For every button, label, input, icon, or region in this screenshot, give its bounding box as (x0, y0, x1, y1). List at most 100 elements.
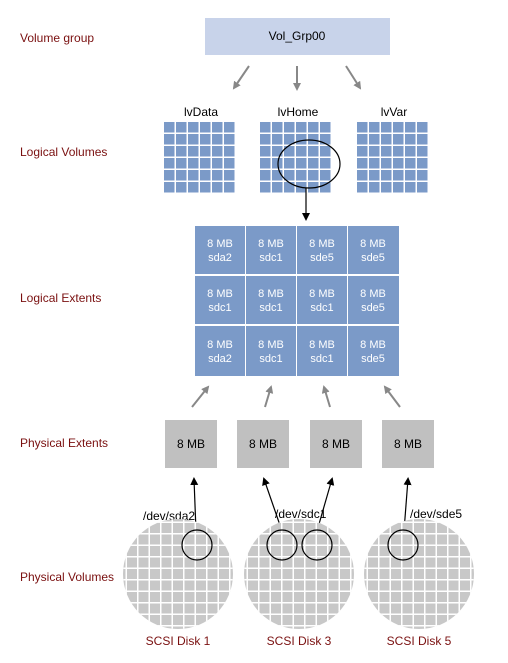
lv-grid-cell (320, 170, 331, 181)
lv-grid-cell (188, 170, 199, 181)
le-cell-r1-c2 (297, 276, 347, 324)
arrow-pe3-to-le (383, 385, 401, 408)
disk-platter (244, 519, 354, 629)
lv-grid-cell (188, 158, 199, 169)
lv-grid-cell (296, 170, 307, 181)
row-label-physical-volumes: Physical Volumes (20, 570, 114, 584)
lv-grid-cell (308, 122, 319, 133)
lv-grid-cell (417, 170, 428, 181)
lv-grid-cell (405, 158, 416, 169)
disk-label-2: SCSI Disk 5 (387, 634, 452, 648)
lv-grid-cell (224, 182, 235, 193)
lv-grid-cell (296, 122, 307, 133)
arrow-pe2-to-le (321, 385, 331, 408)
lv-grid-cell (381, 170, 392, 181)
lv-grid-lvhome (260, 122, 331, 193)
lv-grid-cell (393, 182, 404, 193)
lv-grid-cell (272, 122, 283, 133)
lv-grid-cell (260, 158, 271, 169)
le-size-r2-c0: 8 MB (207, 339, 233, 351)
pe-box-3 (382, 420, 434, 468)
lv-grid-cell (320, 158, 331, 169)
lv-grid-cell (381, 158, 392, 169)
le-size-r1-c0: 8 MB (207, 288, 233, 300)
lv-grid-cell (284, 122, 295, 133)
lvhome-highlight-ellipse (277, 139, 341, 189)
lv-grid-cell (212, 134, 223, 145)
lv-grid-cell (369, 146, 380, 157)
le-size-r0-c0: 8 MB (207, 238, 233, 250)
lv-grid-cell (212, 146, 223, 157)
le-size-r1-c2: 8 MB (309, 288, 335, 300)
lv-grid-cell (296, 158, 307, 169)
le-device-r2-c2: sdc1 (310, 353, 333, 365)
le-cell-r0-c0 (195, 226, 245, 274)
lv-grid-cell (260, 134, 271, 145)
le-device-r2-c1: sdc1 (259, 353, 282, 365)
volume-group-box (205, 18, 390, 55)
lv-grid-cell (417, 146, 428, 157)
lv-grid-cell (393, 122, 404, 133)
lv-grid-cell (369, 182, 380, 193)
le-size-r0-c1: 8 MB (258, 238, 284, 250)
lv-grid-cell (417, 134, 428, 145)
lv-grid-cell (164, 146, 175, 157)
device-label-2: /dev/sde5 (410, 507, 462, 521)
lv-grid-cell (284, 170, 295, 181)
lv-grid-cell (296, 134, 307, 145)
pe-box-0 (165, 420, 217, 468)
lv-grid-cell (200, 122, 211, 133)
lv-grid-cell (200, 158, 211, 169)
arrow-pe0-to-le (191, 385, 210, 408)
lv-grid-cell (320, 146, 331, 157)
le-size-r1-c3: 8 MB (360, 288, 386, 300)
lv-grid-cell (320, 182, 331, 193)
lv-grid-cell (260, 182, 271, 193)
lv-grid-cell (357, 170, 368, 181)
lv-grid-cell (405, 182, 416, 193)
lv-grid-cell (405, 122, 416, 133)
le-size-r2-c1: 8 MB (258, 339, 284, 351)
lv-grid-lvvar (357, 122, 428, 193)
disk-icon-scsi-3 (244, 519, 354, 629)
arrow-vg-to-lvvar (345, 65, 362, 90)
lv-grid-cell (260, 146, 271, 157)
disk5-highlight-circle (387, 529, 419, 561)
le-device-r2-c3: sde5 (361, 353, 385, 365)
lv-grid-cell (176, 122, 187, 133)
lv-grid-cell (272, 134, 283, 145)
lv-grid-cell (369, 158, 380, 169)
lv-grid-cell (176, 146, 187, 157)
arrow-disk3-to-pe1 (262, 477, 283, 532)
pe-box-2 (310, 420, 362, 468)
le-device-r0-c2: sde5 (310, 252, 334, 264)
le-device-r1-c1: sdc1 (259, 302, 282, 314)
lv-grid-cell (272, 182, 283, 193)
le-cell-r1-c3 (348, 276, 399, 324)
lv-grid-cell (164, 122, 175, 133)
lv-grid-cell (405, 146, 416, 157)
disk-platter (364, 519, 474, 629)
arrow-vg-to-lvdata (232, 65, 250, 90)
lv-grid-cell (212, 182, 223, 193)
lv-grid-cell (260, 170, 271, 181)
lv-grid-cell (393, 158, 404, 169)
lv-grid-cell (357, 182, 368, 193)
lv-grid-cell (357, 146, 368, 157)
lv-grid-cell (357, 122, 368, 133)
disk3-highlight-circle-b (301, 529, 333, 561)
lv-grid-cell (188, 122, 199, 133)
le-size-r0-c2: 8 MB (309, 238, 335, 250)
lv-grid-cell (188, 182, 199, 193)
lv-grid-cell (405, 170, 416, 181)
le-cell-r1-c1 (246, 276, 296, 324)
lv-grid-cell (357, 158, 368, 169)
volume-group-name: Vol_Grp00 (269, 29, 326, 43)
lv-grid-cell (381, 122, 392, 133)
pe-label-1: 8 MB (249, 437, 277, 451)
lv-label-0: lvData (184, 105, 218, 119)
lv-grid-cell (381, 182, 392, 193)
device-label-1: /dev/sdc1 (275, 507, 327, 521)
disk1-highlight-circle (181, 529, 213, 561)
lv-grid-cell (381, 134, 392, 145)
